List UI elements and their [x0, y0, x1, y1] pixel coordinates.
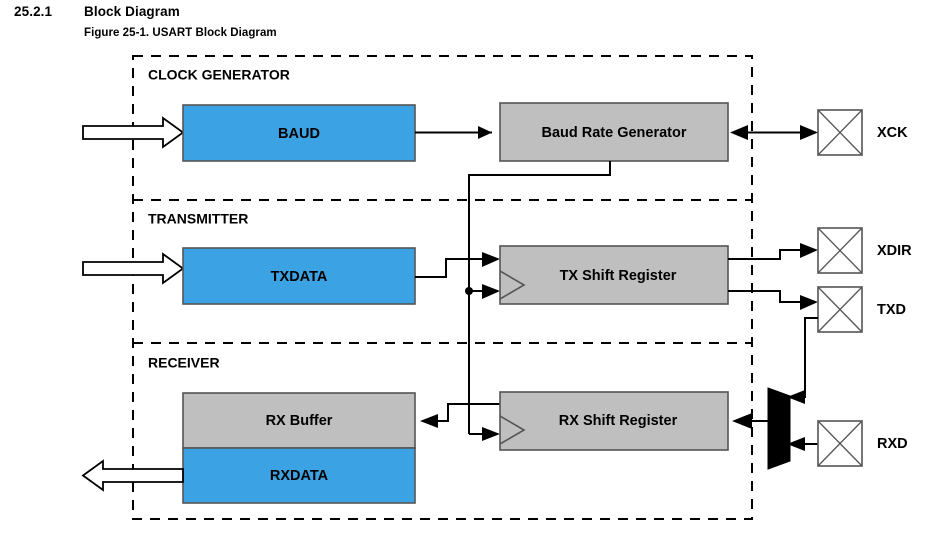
block-baud-rate-generator: Baud Rate Generator: [499, 102, 729, 162]
block-rx-shift-register-label: RX Shift Register: [559, 413, 678, 429]
wire-txshift-to-txd: [728, 290, 818, 310]
block-baud-rate-generator-label: Baud Rate Generator: [541, 125, 686, 141]
section-number: 25.2.1: [14, 4, 53, 19]
section-label-transmitter: TRANSMITTER: [148, 211, 248, 227]
wire-brg-xck: [730, 125, 818, 140]
section-label-receiver: RECEIVER: [148, 355, 220, 371]
section-label-clock-generator: CLOCK GENERATOR: [148, 67, 290, 83]
wire-clock-to-rxshift: [469, 427, 500, 441]
pin-label-xdir: XDIR: [877, 243, 912, 259]
module-boundary: [132, 55, 753, 520]
wire-clock-to-txshift: [469, 284, 500, 299]
bus-port-rxdata-out: [81, 459, 184, 492]
wire-rxd-to-mux: [787, 437, 818, 451]
pin-label-rxd: RXD: [877, 436, 908, 452]
wire-txdata-to-txshift: [415, 252, 500, 278]
block-rx-buffer-label: RX Buffer: [266, 413, 333, 429]
block-baud-label: BAUD: [278, 126, 320, 142]
block-rx-shift-register: RX Shift Register: [499, 391, 729, 451]
bus-port-txdata-in: [82, 252, 185, 285]
wire-txd-loopback-to-mux: [787, 317, 818, 404]
block-rxdata-label: RXDATA: [270, 468, 329, 484]
pin-label-xck: XCK: [877, 125, 908, 141]
bus-port-baud-in: [82, 116, 185, 149]
block-rx-buffer: RX Buffer: [182, 392, 416, 449]
page-title: Block Diagram: [84, 4, 180, 19]
wire-mux-to-rxshift: [732, 413, 768, 429]
pin-xck: XCK: [817, 109, 908, 156]
block-txdata: TXDATA: [182, 247, 416, 305]
block-tx-shift-register: TX Shift Register: [499, 245, 729, 305]
wire-txshift-to-xdir: [728, 243, 818, 260]
block-rxdata: RXDATA: [182, 447, 416, 504]
pin-rxd: RXD: [817, 420, 908, 467]
block-txdata-label: TXDATA: [271, 269, 328, 285]
wire-rxshift-to-rxbuffer: [420, 403, 500, 428]
pin-label-txd: TXD: [877, 302, 906, 318]
block-tx-shift-register-label: TX Shift Register: [560, 268, 677, 284]
rx-input-mux: [767, 387, 791, 470]
figure-caption: Figure 25-1. USART Block Diagram: [84, 27, 277, 39]
wire-baud-to-brg: [415, 126, 492, 139]
pin-txd: TXD: [817, 286, 906, 333]
block-baud: BAUD: [182, 104, 416, 162]
pin-xdir: XDIR: [817, 227, 912, 274]
